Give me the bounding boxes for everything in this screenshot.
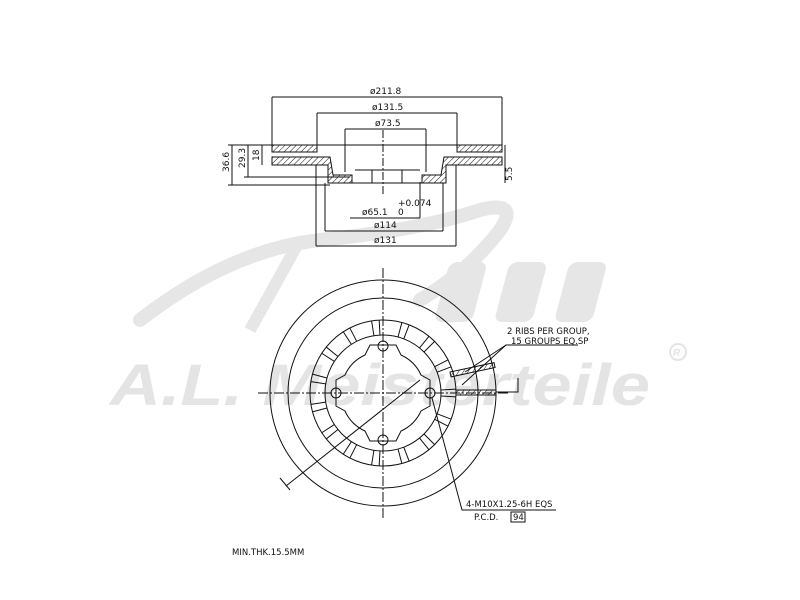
dim-disc-thickness: 18: [252, 149, 262, 161]
bolt-note: 4-M10X1.25-6H EQS: [466, 500, 552, 510]
dim-total-height: 36.6: [222, 152, 232, 172]
vent-rib: [342, 441, 352, 455]
rib-note-line2: 15 GROUPS EQ.SP: [511, 337, 588, 347]
vent-rib: [378, 450, 381, 466]
dim-hat-outer: ø131: [374, 236, 397, 246]
vent-rib: [321, 352, 335, 362]
vent-rib: [342, 331, 352, 345]
vent-rib: [419, 335, 430, 349]
vent-rib: [312, 407, 328, 413]
vent-rib: [310, 401, 326, 405]
vent-rib: [310, 381, 326, 385]
vent-rib: [397, 448, 403, 464]
vent-rib: [321, 424, 335, 434]
vent-rib: [434, 418, 449, 427]
vent-rib: [349, 327, 358, 342]
section-view: [228, 96, 506, 247]
vent-rib: [419, 437, 430, 451]
vent-rib: [371, 450, 375, 466]
dim-bore-tol-upper: +0.074: [398, 199, 432, 209]
vent-rib: [440, 388, 456, 391]
registered-mark: R: [673, 348, 681, 359]
vent-rib: [325, 346, 339, 357]
vent-rib: [423, 433, 435, 445]
vent-rib: [403, 324, 410, 340]
vent-rib: [440, 395, 456, 398]
vent-rib: [397, 322, 403, 338]
vent-rib: [349, 444, 358, 459]
vent-rib: [434, 359, 449, 368]
watermark-logo: A.L. Meisterteile R: [108, 200, 687, 418]
dim-center-bore: ø65.1: [362, 208, 388, 218]
watermark-text: A.L. Meisterteile: [108, 353, 650, 418]
rib-note-line1: 2 RIBS PER GROUP,: [507, 327, 590, 337]
vent-rib: [403, 446, 410, 462]
dim-hat: ø73.5: [375, 119, 401, 129]
front-annotations: 2 RIBS PER GROUP, 15 GROUPS EQ.SP 4-M10X…: [466, 327, 590, 523]
vent-rib: [436, 366, 452, 373]
pcd-label: P.C.D.: [474, 513, 498, 523]
dim-hub: ø114: [374, 221, 397, 231]
vent-rib: [423, 341, 435, 353]
dim-outer-diameter: ø211.8: [370, 87, 402, 97]
vent-rib: [325, 429, 339, 440]
front-view: [258, 268, 578, 520]
vent-rib: [378, 320, 381, 336]
section-dimensions: ø211.8 ø131.5 ø73.5 ø65.1 +0.074 0 ø114 …: [222, 87, 515, 246]
pcd-value: 94: [513, 513, 524, 523]
dim-offset: 5.5: [505, 167, 515, 181]
dim-bore-tol-lower: 0: [398, 208, 404, 218]
dim-friction-inner: ø131.5: [372, 103, 403, 113]
vent-rib: [436, 413, 452, 420]
vent-rib: [312, 373, 328, 379]
vent-rib: [371, 320, 375, 336]
min-thickness-note: MIN.THK.15.5MM: [232, 548, 304, 558]
dim-height-29: 29.3: [238, 148, 248, 168]
